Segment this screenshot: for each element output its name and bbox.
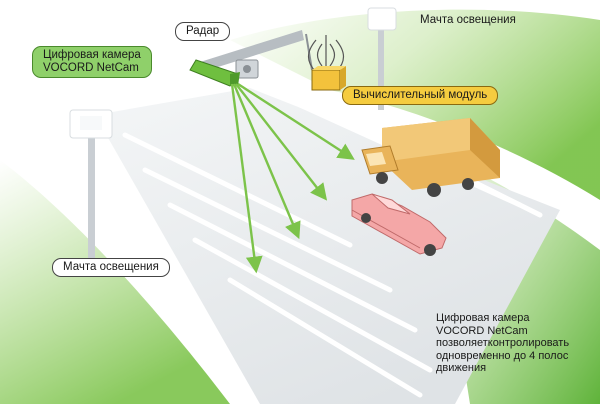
label-radar: Радар	[175, 22, 231, 41]
label-compute-module-text: Вычислительный модуль	[353, 89, 488, 101]
car	[351, 193, 447, 256]
label-camera-line2: VOCORD NetCam	[43, 62, 139, 74]
caption-line2: VOCORD NetCam	[436, 324, 528, 337]
green-area-left	[0, 160, 230, 404]
label-light-mast-top-text: Мачта освещения	[420, 14, 516, 26]
label-radar-text: Радар	[186, 25, 220, 37]
label-compute-module: Вычислительный модуль	[342, 86, 499, 105]
label-light-mast-top: Мачта освещения	[420, 14, 516, 27]
label-camera: Цифровая камера VOCORD NetCam	[32, 46, 152, 78]
compute-module	[307, 35, 346, 91]
detection-arrows	[230, 82, 355, 274]
caption-line5: движения	[436, 362, 487, 374]
light-mast-top	[367, 7, 397, 110]
radar	[235, 59, 259, 79]
label-camera-line1: Цифровая камера	[43, 49, 141, 61]
caption-line3: позволяетконтролировать	[436, 337, 570, 349]
lane-stripes	[122, 102, 543, 398]
label-light-mast-left-text: Мачта освещения	[63, 261, 159, 273]
caption-line4: одновременно до 4 полос	[436, 349, 569, 362]
caption-block: Цифровая камера VOCORD NetCam позволяетк…	[436, 312, 569, 375]
truck	[361, 118, 500, 197]
caption-line1: Цифровая камера	[436, 312, 530, 324]
label-light-mast-left: Мачта освещения	[52, 258, 170, 277]
camera	[189, 59, 240, 87]
light-mast-left	[69, 109, 113, 258]
